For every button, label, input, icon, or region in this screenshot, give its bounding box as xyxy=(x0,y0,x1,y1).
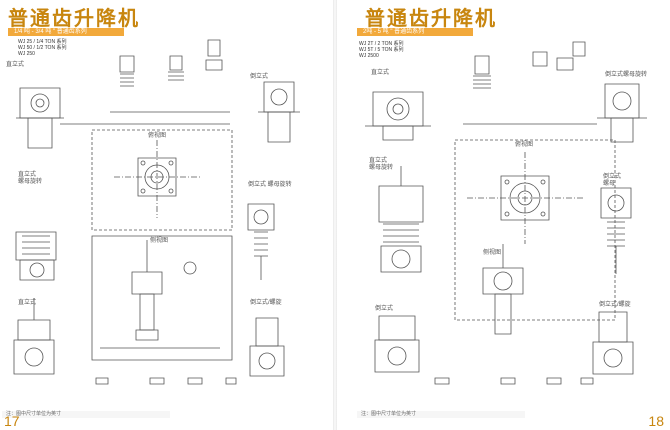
view-label-side: 侧视图 xyxy=(483,250,502,256)
view-label-upright-b: 倒立式 xyxy=(375,306,394,312)
page-number: 17 xyxy=(4,413,20,429)
catalog-page-left: 普通齿升降机 1/4 吨 - 3/4 吨 " 普通齿系列 WJ 25 / 1/4… xyxy=(0,0,335,430)
view-label-upright-rotating: 直立式 螺母旋转 xyxy=(18,172,43,185)
model-list: WJ 2T / 2 TON 系列 WJ 5T / 5 TON 系列 WJ 250… xyxy=(359,41,404,59)
view-label-upright-b: 直立式 xyxy=(18,300,37,306)
view-label-side: 侧视图 xyxy=(150,238,169,244)
view-label-inverted-b: 倒立式/螺旋 xyxy=(250,300,282,306)
footnote: 注：图中尺寸单位为英寸 xyxy=(357,411,525,418)
view-label-inverted: 倒立式螺母旋转 xyxy=(605,72,648,78)
view-label-upright: 直立式 xyxy=(6,62,25,68)
view-label-upright-rotating: 直立式 螺母旋转 xyxy=(369,158,394,171)
series-band: 1/4 吨 - 3/4 吨 " 普通齿系列 xyxy=(8,28,124,36)
page-number: 18 xyxy=(648,413,664,429)
view-label-top: 俯视图 xyxy=(515,142,534,148)
technical-drawing-right xyxy=(335,0,670,430)
footnote: 注：图中尺寸单位为英寸 xyxy=(2,411,170,418)
view-label-inverted-b: 倒立式/螺旋 xyxy=(599,302,631,308)
page-title: 普通齿升降机 xyxy=(8,6,140,30)
model-list: WJ 25 / 1/4 TON 系列 WJ 50 / 1/2 TON 系列 WJ… xyxy=(18,39,67,57)
view-label-top: 俯视图 xyxy=(148,133,167,139)
view-label-upright: 直立式 xyxy=(371,70,390,76)
view-label-inverted-rotating: 倒立式 螺母旋转 xyxy=(248,182,292,188)
page-title: 普通齿升降机 xyxy=(365,6,497,30)
view-label-inverted-rotating: 倒立式 螺母 xyxy=(603,174,622,187)
catalog-page-right: 普通齿升降机 2吨 - 5 吨 " 普通齿系列 WJ 2T / 2 TON 系列… xyxy=(335,0,670,430)
technical-drawing-left xyxy=(0,0,335,430)
view-label-inverted: 倒立式 xyxy=(250,74,269,80)
page-gutter xyxy=(333,0,337,430)
series-band: 2吨 - 5 吨 " 普通齿系列 xyxy=(357,28,473,36)
